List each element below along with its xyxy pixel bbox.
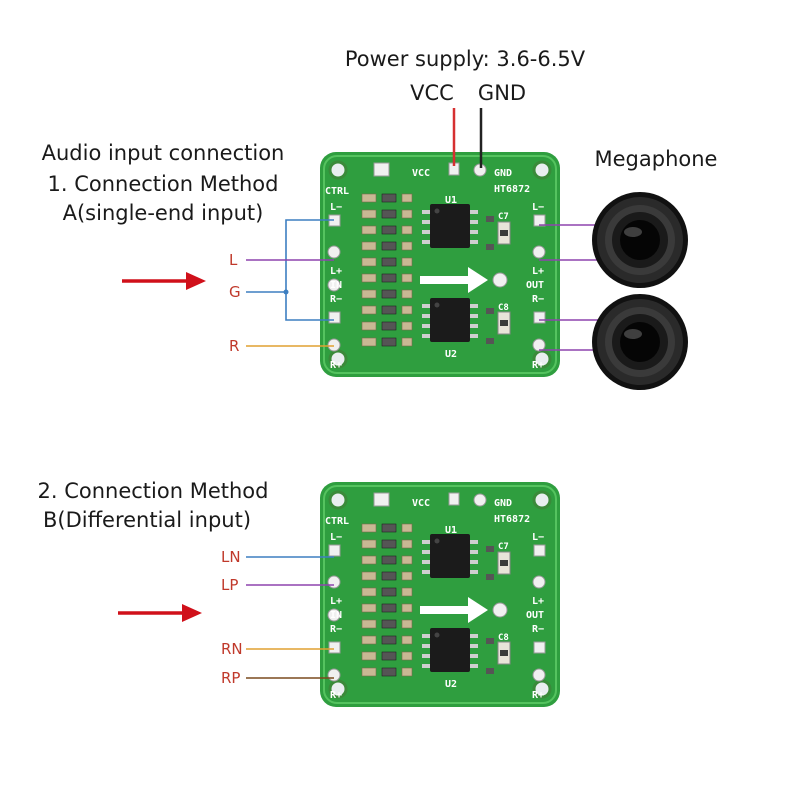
signal-rn-label: RN bbox=[221, 640, 243, 658]
board-b-l-plus-silk: L+ bbox=[330, 596, 342, 607]
board-b-r-plus-silk: R+ bbox=[330, 690, 342, 701]
method-b-line1: 2. Connection Method bbox=[38, 479, 269, 503]
audio-input-title: Audio input connection bbox=[42, 141, 285, 165]
wire-g-junction bbox=[283, 289, 289, 295]
board-r-minus-silk: R− bbox=[330, 294, 342, 305]
board-l-minus-silk: L− bbox=[330, 202, 342, 213]
board-b-out-l-plus-silk: L+ bbox=[532, 596, 544, 607]
method-b-line2: B(Differential input) bbox=[43, 508, 251, 532]
amplifier-board-a: VCC GND CTRL HT6872 U1 U2 C7 C8 L− L+ IN… bbox=[318, 150, 562, 379]
board-b-out-silk: OUT bbox=[526, 610, 544, 621]
board-u1-silk: U1 bbox=[445, 195, 457, 206]
board-b-in-silk: IN bbox=[330, 610, 342, 621]
board-b-ctrl-silk: CTRL bbox=[325, 516, 349, 527]
signal-ln-label: LN bbox=[221, 548, 241, 566]
board-out-l-plus-silk: L+ bbox=[532, 266, 544, 277]
board-gnd-silk: GND bbox=[494, 168, 512, 179]
signal-r-label: R bbox=[229, 337, 239, 355]
board-r-plus-silk: R+ bbox=[330, 360, 342, 371]
signal-lp-label: LP bbox=[221, 576, 238, 594]
board-l-plus-silk: L+ bbox=[330, 266, 342, 277]
board-in-silk: IN bbox=[330, 280, 342, 291]
gnd-label: GND bbox=[478, 81, 526, 105]
method-a-line1: 1. Connection Method bbox=[48, 172, 279, 196]
board-b-out-l-minus-silk: L− bbox=[532, 532, 544, 543]
board-out-silk: OUT bbox=[526, 280, 544, 291]
board-b-out-r-minus-silk: R− bbox=[532, 624, 544, 635]
signal-l-label: L bbox=[229, 251, 238, 269]
board-b-u1-silk: U1 bbox=[445, 525, 457, 536]
megaphone-label: Megaphone bbox=[595, 147, 718, 171]
method-a-line2: A(single-end input) bbox=[63, 201, 264, 225]
board-vcc-silk: VCC bbox=[412, 168, 430, 179]
board-b-gnd-silk: GND bbox=[494, 498, 512, 509]
board-c7-silk: C7 bbox=[498, 212, 509, 222]
board-model-silk: HT6872 bbox=[494, 184, 530, 195]
board-c8-silk: C8 bbox=[498, 303, 509, 313]
board-out-l-minus-silk: L− bbox=[532, 202, 544, 213]
board-u2-silk: U2 bbox=[445, 349, 457, 360]
board-b-out-r-plus-silk: R+ bbox=[532, 690, 544, 701]
board-b-c7-silk: C7 bbox=[498, 542, 509, 552]
speaker-right-icon bbox=[592, 294, 688, 390]
vcc-label: VCC bbox=[410, 81, 454, 105]
board-b-c8-silk: C8 bbox=[498, 633, 509, 643]
board-b-model-silk: HT6872 bbox=[494, 514, 530, 525]
input-arrow-a bbox=[122, 272, 206, 290]
wire-l-minus-to-g bbox=[285, 219, 334, 321]
board-b-r-minus-silk: R− bbox=[330, 624, 342, 635]
speaker-left-icon bbox=[592, 192, 688, 288]
signal-g-label: G bbox=[229, 283, 241, 301]
board-ctrl-silk: CTRL bbox=[325, 186, 349, 197]
board-out-r-minus-silk: R− bbox=[532, 294, 544, 305]
board-b-l-minus-silk: L− bbox=[330, 532, 342, 543]
board-b-u2-silk: U2 bbox=[445, 679, 457, 690]
power-supply-label: Power supply: 3.6-6.5V bbox=[345, 47, 586, 71]
board-b-vcc-silk: VCC bbox=[412, 498, 430, 509]
amplifier-board-b: VCC GND CTRL HT6872 U1 U2 C7 C8 L− L+ IN… bbox=[318, 480, 562, 709]
board-out-r-plus-silk: R+ bbox=[532, 360, 544, 371]
signal-rp-label: RP bbox=[221, 669, 240, 687]
input-arrow-b bbox=[118, 604, 202, 622]
